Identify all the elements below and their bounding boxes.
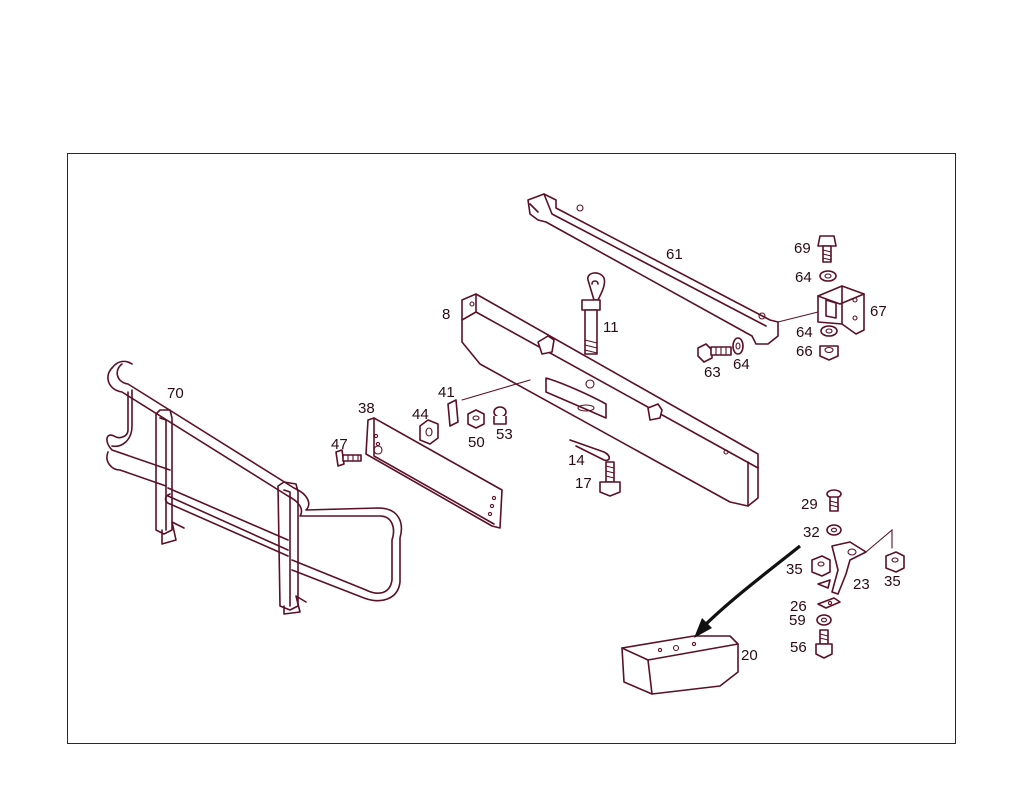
label-38: 38	[358, 400, 375, 417]
label-70: 70	[167, 385, 184, 402]
label-56: 56	[790, 639, 807, 656]
label-53: 53	[496, 426, 513, 443]
label-67: 67	[870, 303, 887, 320]
part-66-nut[interactable]	[819, 345, 839, 361]
part-17-bolt[interactable]	[599, 461, 621, 497]
label-63: 63	[704, 364, 721, 381]
label-64-mid: 64	[796, 324, 813, 341]
part-47-screw[interactable]	[335, 449, 362, 467]
label-61: 61	[666, 246, 683, 263]
part-61-crossbar[interactable]	[527, 193, 779, 345]
label-50: 50	[468, 434, 485, 451]
part-14-pin[interactable]	[569, 439, 611, 462]
part-64-washer-mid[interactable]	[820, 325, 838, 337]
part-8-bumper[interactable]	[461, 293, 759, 507]
label-11: 11	[603, 319, 619, 336]
label-23: 23	[853, 576, 870, 593]
part-63-bolt[interactable]	[697, 343, 732, 363]
part-53-spacer[interactable]	[493, 406, 507, 425]
label-64-side: 64	[733, 356, 750, 373]
label-20: 20	[741, 647, 758, 664]
part-50-nut[interactable]	[467, 409, 485, 429]
part-44-cage-nut[interactable]	[419, 419, 439, 445]
label-41: 41	[438, 384, 455, 401]
part-59-washer[interactable]	[816, 614, 832, 626]
label-29: 29	[801, 496, 818, 513]
diagram-frame	[67, 153, 956, 744]
label-8: 8	[442, 306, 450, 323]
part-64-washer-top[interactable]	[819, 270, 837, 282]
part-35-nut-left[interactable]	[811, 555, 831, 577]
label-59: 59	[789, 612, 806, 629]
part-56-bolt[interactable]	[815, 629, 833, 659]
label-17: 17	[575, 475, 592, 492]
part-35-nut-right[interactable]	[885, 551, 905, 573]
part-32-washer[interactable]	[826, 524, 842, 536]
part-small-clip[interactable]	[817, 579, 831, 589]
part-11-tow-eye[interactable]	[581, 272, 606, 355]
label-64-top: 64	[795, 269, 812, 286]
label-66: 66	[796, 343, 813, 360]
label-47: 47	[331, 436, 348, 453]
part-64-washer-side[interactable]	[732, 337, 744, 355]
part-26-plate[interactable]	[817, 597, 841, 609]
label-69: 69	[794, 240, 811, 257]
part-29-bolt[interactable]	[826, 489, 842, 512]
label-44: 44	[412, 406, 429, 423]
part-38-plate[interactable]	[365, 417, 503, 529]
label-35-left: 35	[786, 561, 803, 578]
arrow-indicator	[694, 544, 801, 638]
part-20-step[interactable]	[621, 635, 739, 695]
part-67-bracket[interactable]	[777, 285, 865, 335]
part-41-clip[interactable]	[447, 379, 531, 427]
part-70-grille-guard[interactable]	[106, 360, 403, 615]
part-23-bracket[interactable]	[831, 528, 893, 595]
label-35-right: 35	[884, 573, 901, 590]
label-32: 32	[803, 524, 820, 541]
part-69-bolt[interactable]	[817, 235, 837, 263]
label-14: 14	[568, 452, 585, 469]
label-26: 26	[790, 598, 807, 615]
